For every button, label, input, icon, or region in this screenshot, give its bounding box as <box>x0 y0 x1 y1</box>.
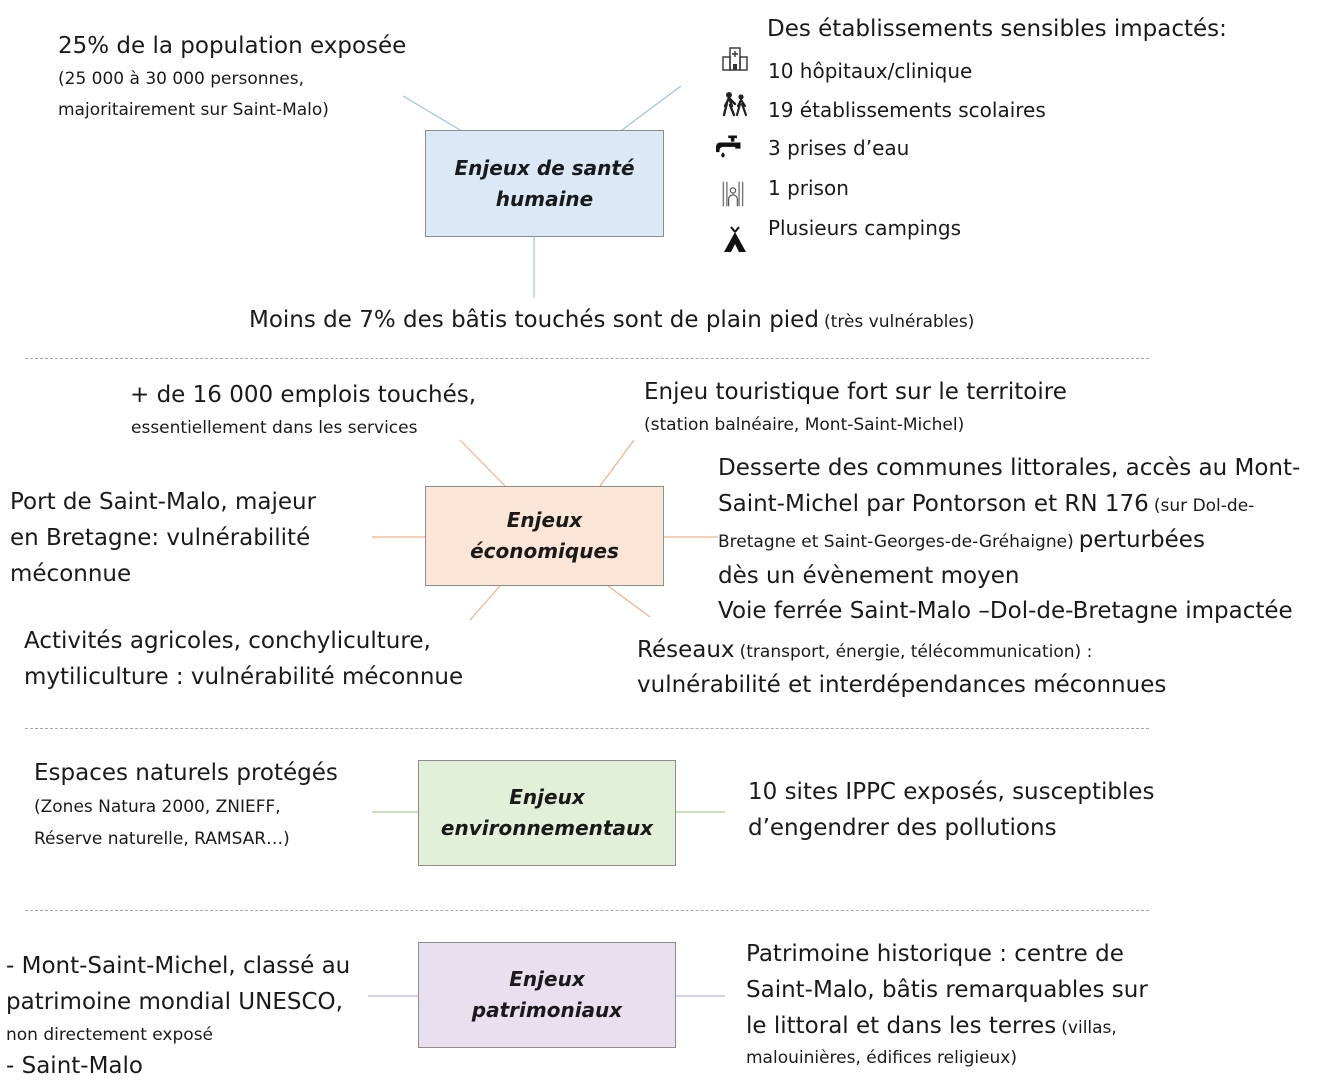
water-tap-icon <box>716 135 741 158</box>
connector-line <box>469 585 501 621</box>
list-item: 19 établissements scolaires <box>768 98 1046 122</box>
section-separator <box>25 358 1149 359</box>
port-text-2: en Bretagne: vulnérabilité <box>10 525 311 551</box>
text-small: (très vulnérables) <box>824 312 975 332</box>
population-exposed-title: 25% de la population exposée <box>58 33 407 59</box>
mont-saint-michel-text-2: patrimoine mondial UNESCO, <box>6 989 343 1015</box>
protected-areas-detail-2: Réserve naturelle, RAMSAR…) <box>34 829 290 849</box>
box-label: Enjeux de santé humaine <box>454 155 635 211</box>
ippc-sites-text-2: d’engendrer des pollutions <box>748 815 1057 841</box>
text-main: Réseaux <box>637 637 735 663</box>
desserte-text-1: Desserte des communes littorales, accès … <box>718 455 1301 481</box>
hospital-icon <box>722 47 748 71</box>
list-item: Plusieurs campings <box>768 216 962 240</box>
population-exposed-detail-2: majoritairement sur Saint-Malo) <box>58 100 329 120</box>
box-enjeux-sante: Enjeux de santé humaine <box>425 130 664 237</box>
prison-icon <box>722 181 744 207</box>
jobs-affected-title: + de 16 000 emplois touchés, <box>130 382 477 408</box>
section-separator <box>25 728 1149 729</box>
networks-text-1: Réseaux (transport, énergie, télécommuni… <box>637 632 1092 668</box>
text-small: Bretagne et Saint-Georges-de-Gréhaigne) <box>718 532 1074 552</box>
box-enjeux-economiques: Enjeux économiques <box>425 486 664 586</box>
school-children-icon <box>722 92 748 117</box>
historic-heritage-text-2: Saint-Malo, bâtis remarquables sur <box>746 977 1148 1003</box>
mont-saint-michel-text-1: - Mont-Saint-Michel, classé au <box>6 953 351 979</box>
tent-icon <box>724 226 746 252</box>
connector-line <box>599 439 635 487</box>
text-small: (villas, <box>1061 1018 1117 1038</box>
protected-areas-detail-1: (Zones Natura 2000, ZNIEFF, <box>34 797 281 817</box>
box-enjeux-patrimoniaux: Enjeux patrimoniaux <box>418 942 676 1048</box>
port-text-3: méconnue <box>10 561 132 587</box>
mont-saint-michel-text-3: non directement exposé <box>6 1025 214 1045</box>
connector-line <box>459 439 506 487</box>
ippc-sites-text-1: 10 sites IPPC exposés, susceptibles <box>748 779 1155 805</box>
single-storey-buildings-text: Moins de 7% des bâtis touchés sont de pl… <box>249 302 974 338</box>
text-main: Moins de 7% des bâtis touchés sont de pl… <box>249 307 819 333</box>
text-small: (transport, énergie, télécommunication) … <box>739 642 1093 662</box>
desserte-text-2: Saint-Michel par Pontorson et RN 176 (su… <box>718 486 1254 522</box>
networks-text-2: vulnérabilité et interdépendances méconn… <box>637 672 1167 698</box>
box-label: Enjeux environnementaux <box>440 785 654 840</box>
list-item: 10 hôpitaux/clinique <box>768 59 973 83</box>
tourism-title: Enjeu touristique fort sur le territoire <box>644 379 1067 405</box>
saint-malo-text: - Saint-Malo <box>6 1053 143 1079</box>
agriculture-text-2: mytiliculture : vulnérabilité méconnue <box>24 664 464 690</box>
agriculture-text-1: Activités agricoles, conchyliculture, <box>24 628 431 654</box>
port-text-1: Port de Saint-Malo, majeur <box>10 489 317 515</box>
historic-heritage-text-3: le littoral et dans les terres (villas, <box>746 1008 1117 1044</box>
jobs-affected-detail: essentiellement dans les services <box>131 418 418 438</box>
historic-heritage-text-4: malouinières, édifices religieux) <box>746 1048 1018 1068</box>
tourism-detail: (station balnéaire, Mont-Saint-Michel) <box>644 415 965 435</box>
connector-line <box>607 585 651 618</box>
desserte-text-3: Bretagne et Saint-Georges-de-Gréhaigne) … <box>718 522 1205 558</box>
box-label: Enjeux économiques <box>470 508 619 563</box>
sensitive-establishments-title: Des établissements sensibles impactés: <box>767 16 1227 42</box>
box-label: Enjeux patrimoniaux <box>471 967 623 1022</box>
text-main: Saint-Michel par Pontorson et RN 176 <box>718 491 1149 517</box>
list-item: 1 prison <box>768 176 849 200</box>
protected-areas-title: Espaces naturels protégés <box>34 760 338 786</box>
section-separator <box>25 910 1149 911</box>
historic-heritage-text-1: Patrimoine historique : centre de <box>746 941 1124 967</box>
desserte-text-4: dès un évènement moyen <box>718 563 1020 589</box>
text-main: le littoral et dans les terres <box>746 1013 1057 1039</box>
connector-line <box>621 85 682 131</box>
box-enjeux-environnementaux: Enjeux environnementaux <box>418 760 676 866</box>
railway-text: Voie ferrée Saint-Malo –Dol-de-Bretagne … <box>718 598 1293 624</box>
text-small: (sur Dol-de- <box>1153 496 1255 516</box>
population-exposed-detail-1: (25 000 à 30 000 personnes, <box>58 69 304 89</box>
text-main: perturbées <box>1078 527 1205 553</box>
list-item: 3 prises d’eau <box>768 136 910 160</box>
connector-line <box>402 95 461 131</box>
